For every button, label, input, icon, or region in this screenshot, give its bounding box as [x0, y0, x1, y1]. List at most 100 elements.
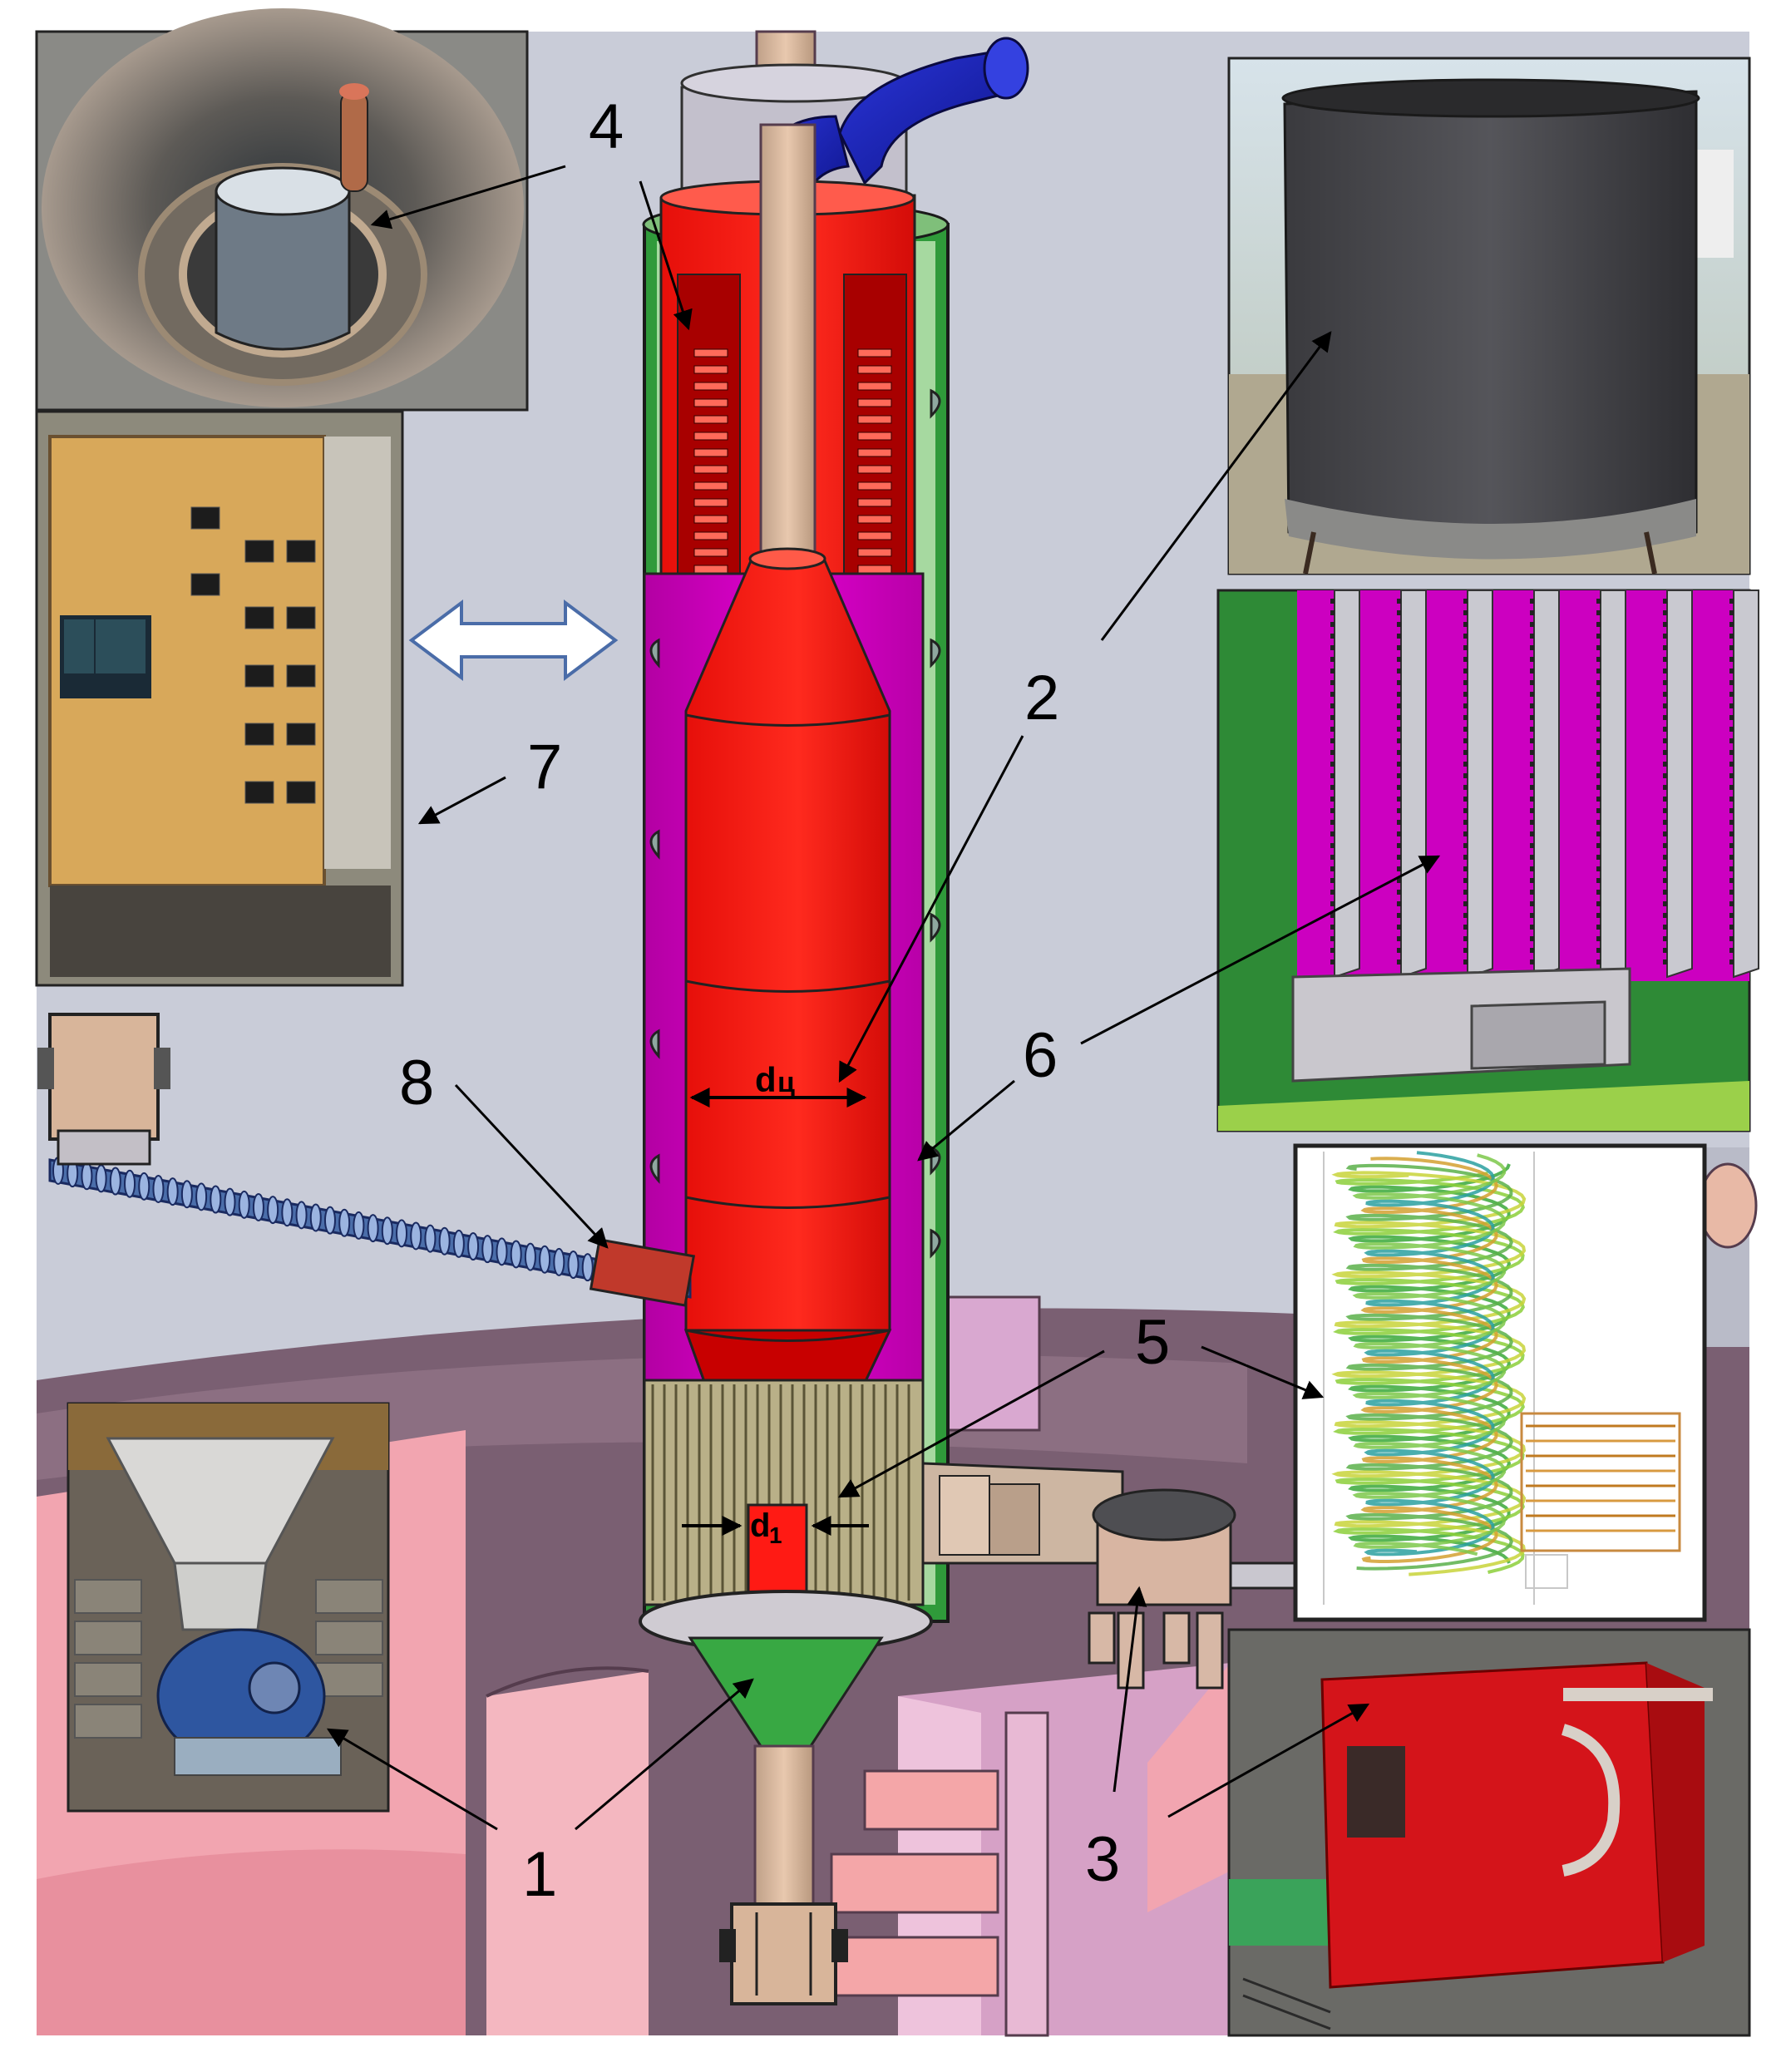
cylindrical-duct-photo — [35, 8, 529, 412]
streamline — [1331, 1171, 1527, 1576]
fin-perforation — [1663, 715, 1667, 720]
fin-perforation — [1330, 797, 1335, 802]
fin-perforation — [1729, 634, 1734, 639]
fin-perforation — [1530, 750, 1534, 755]
fin-perforation — [1729, 762, 1734, 767]
slot — [693, 365, 728, 374]
fin-perforation — [1397, 692, 1401, 697]
fin-perforation — [1663, 831, 1667, 836]
fin-perforation — [1397, 960, 1401, 964]
fin-perforation — [1463, 750, 1468, 755]
screw-flight — [309, 1203, 322, 1232]
fin-perforation — [1663, 808, 1667, 813]
screw-flight — [581, 1253, 594, 1282]
fin-perforation — [1330, 808, 1335, 813]
screw-flight — [553, 1247, 565, 1276]
heat-slots — [693, 348, 892, 574]
fin-perforation — [1596, 866, 1601, 871]
screw-flight — [367, 1214, 379, 1243]
slot — [857, 432, 892, 441]
fin-perforation — [1729, 657, 1734, 662]
fin-plates — [1330, 590, 1759, 979]
slot — [693, 565, 728, 574]
slot — [693, 498, 728, 507]
meter — [190, 573, 220, 596]
fin-perforation — [1530, 668, 1534, 673]
fin-perforation — [1596, 645, 1601, 650]
slot — [857, 548, 892, 557]
fin-perforation — [1729, 831, 1734, 836]
leader-lines — [326, 165, 1441, 1831]
fin-perforation — [1729, 855, 1734, 860]
fin-array-render — [1216, 589, 1759, 1132]
slot — [693, 481, 728, 491]
fin-perforation — [1729, 820, 1734, 825]
fin-perforation — [1463, 878, 1468, 883]
fin-perforation — [1530, 692, 1534, 697]
label-2: 2 — [1024, 663, 1059, 733]
fin-perforation — [1463, 668, 1468, 673]
fin-perforation — [1530, 913, 1534, 918]
fin-perforation — [1663, 820, 1667, 825]
fin-perforation — [1397, 750, 1401, 755]
fin-perforation — [1663, 750, 1667, 755]
screw-flight — [195, 1182, 208, 1211]
meter — [244, 781, 274, 804]
fin-perforation — [1530, 797, 1534, 802]
fin-perforation — [1397, 599, 1401, 604]
fin-perforation — [1729, 680, 1734, 685]
fin-perforation — [1596, 703, 1601, 708]
fin-perforation — [1330, 610, 1335, 615]
fin-perforation — [1663, 657, 1667, 662]
streamline — [1348, 1163, 1512, 1564]
panel-meters — [190, 506, 316, 804]
fin-perforation — [1397, 855, 1401, 860]
spiral-streamlines — [1331, 1151, 1527, 1576]
fin-perforation — [1330, 680, 1335, 685]
fin-perforation — [1463, 843, 1468, 848]
fin-perforation — [1596, 948, 1601, 953]
fin-perforation — [1330, 668, 1335, 673]
outlet-duct-streamlines — [1520, 1412, 1681, 1552]
fin-perforation — [1330, 773, 1335, 778]
slot — [693, 548, 728, 557]
fin-perforation — [1530, 657, 1534, 662]
fin-perforation — [1463, 797, 1468, 802]
fin-perforation — [1397, 773, 1401, 778]
label-1: 1 — [522, 1839, 557, 1910]
screw-flight — [496, 1237, 508, 1266]
exhaust-duct — [921, 1462, 1315, 1690]
fin-perforation — [1330, 762, 1335, 767]
fin-perforation — [1330, 878, 1335, 883]
fin-perforation — [1397, 948, 1401, 953]
fin-perforation — [1663, 901, 1667, 906]
screw-flight — [452, 1229, 465, 1258]
label-5: 5 — [1135, 1307, 1170, 1378]
dim-lower-label: d — [750, 1507, 770, 1544]
slot — [693, 515, 728, 524]
blower-fan-photo — [67, 1402, 390, 1813]
fin-perforation — [1330, 657, 1335, 662]
bottom-feeder — [719, 1902, 848, 2005]
fin-perforation — [1397, 738, 1401, 743]
slot — [857, 348, 892, 358]
screw-flight — [95, 1164, 107, 1193]
meter — [286, 781, 316, 804]
fin-perforation — [1663, 866, 1667, 871]
fin-perforation — [1330, 890, 1335, 895]
screw-flight — [424, 1224, 437, 1253]
fin-perforation — [1663, 680, 1667, 685]
fin-perforation — [1596, 692, 1601, 697]
fin-perforation — [1596, 715, 1601, 720]
fin-perforation — [1596, 831, 1601, 836]
fin-perforation — [1663, 890, 1667, 895]
fin-perforation — [1530, 831, 1534, 836]
screw-flight — [267, 1196, 279, 1225]
meter — [286, 723, 316, 746]
number-labels: 4 2 7 8 6 5 1 3 — [399, 91, 1170, 1910]
fin-perforation — [1397, 878, 1401, 883]
fin-perforation — [1663, 785, 1667, 790]
fin-perforation — [1463, 622, 1468, 627]
fin-perforation — [1729, 715, 1734, 720]
